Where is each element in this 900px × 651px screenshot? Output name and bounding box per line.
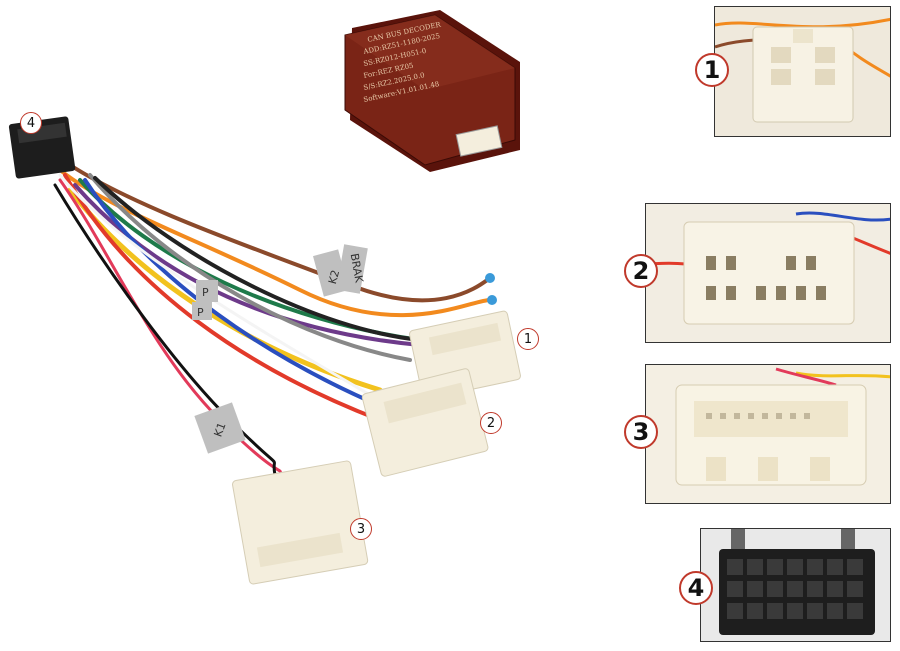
- svg-text:K1: K1: [212, 421, 229, 439]
- label-connector-2: 2: [480, 412, 502, 434]
- detail-panel-2: [645, 203, 891, 343]
- label-connector-1: 1: [517, 328, 539, 350]
- detail-panel-3: [645, 364, 891, 504]
- detail-panel-1: [714, 6, 891, 137]
- connector-2-detail: [646, 211, 890, 325]
- can-bus-decoder-box: CAN BUS DECODER ADD:RZ51-1180-2025 SS:RZ…: [344, 10, 520, 172]
- tag-p1: P: [196, 280, 218, 302]
- connector-1-detail: [715, 17, 890, 123]
- wire-tip-blue-2: [487, 295, 497, 305]
- svg-text:BRAK: BRAK: [348, 252, 366, 284]
- tag-brake: BRAK: [336, 244, 368, 294]
- badge-panel-4: 4: [679, 571, 713, 605]
- label-connector-4: 4: [20, 112, 42, 134]
- wire-tip-blue-1: [485, 273, 495, 283]
- badge-panel-2: 2: [624, 254, 658, 288]
- detail-panel-4: [700, 528, 891, 642]
- connector-4-detail: [719, 529, 875, 635]
- badge-panel-3: 3: [624, 415, 658, 449]
- connector-4-main: [8, 116, 76, 179]
- wire-bundle: [53, 163, 492, 482]
- label-connector-3: 3: [350, 518, 372, 540]
- connector-3-main: [232, 460, 369, 585]
- badge-panel-1-outer: 1: [695, 53, 729, 87]
- tag-k1: K1: [194, 402, 246, 454]
- connector-3-detail: [675, 367, 890, 486]
- svg-text:P: P: [197, 306, 204, 319]
- connector-2-main: [361, 368, 489, 477]
- tag-p2: P: [192, 302, 212, 320]
- svg-text:P: P: [202, 286, 209, 299]
- harness-illustration: CAN BUS DECODER ADD:RZ51-1180-2025 SS:RZ…: [8, 10, 521, 585]
